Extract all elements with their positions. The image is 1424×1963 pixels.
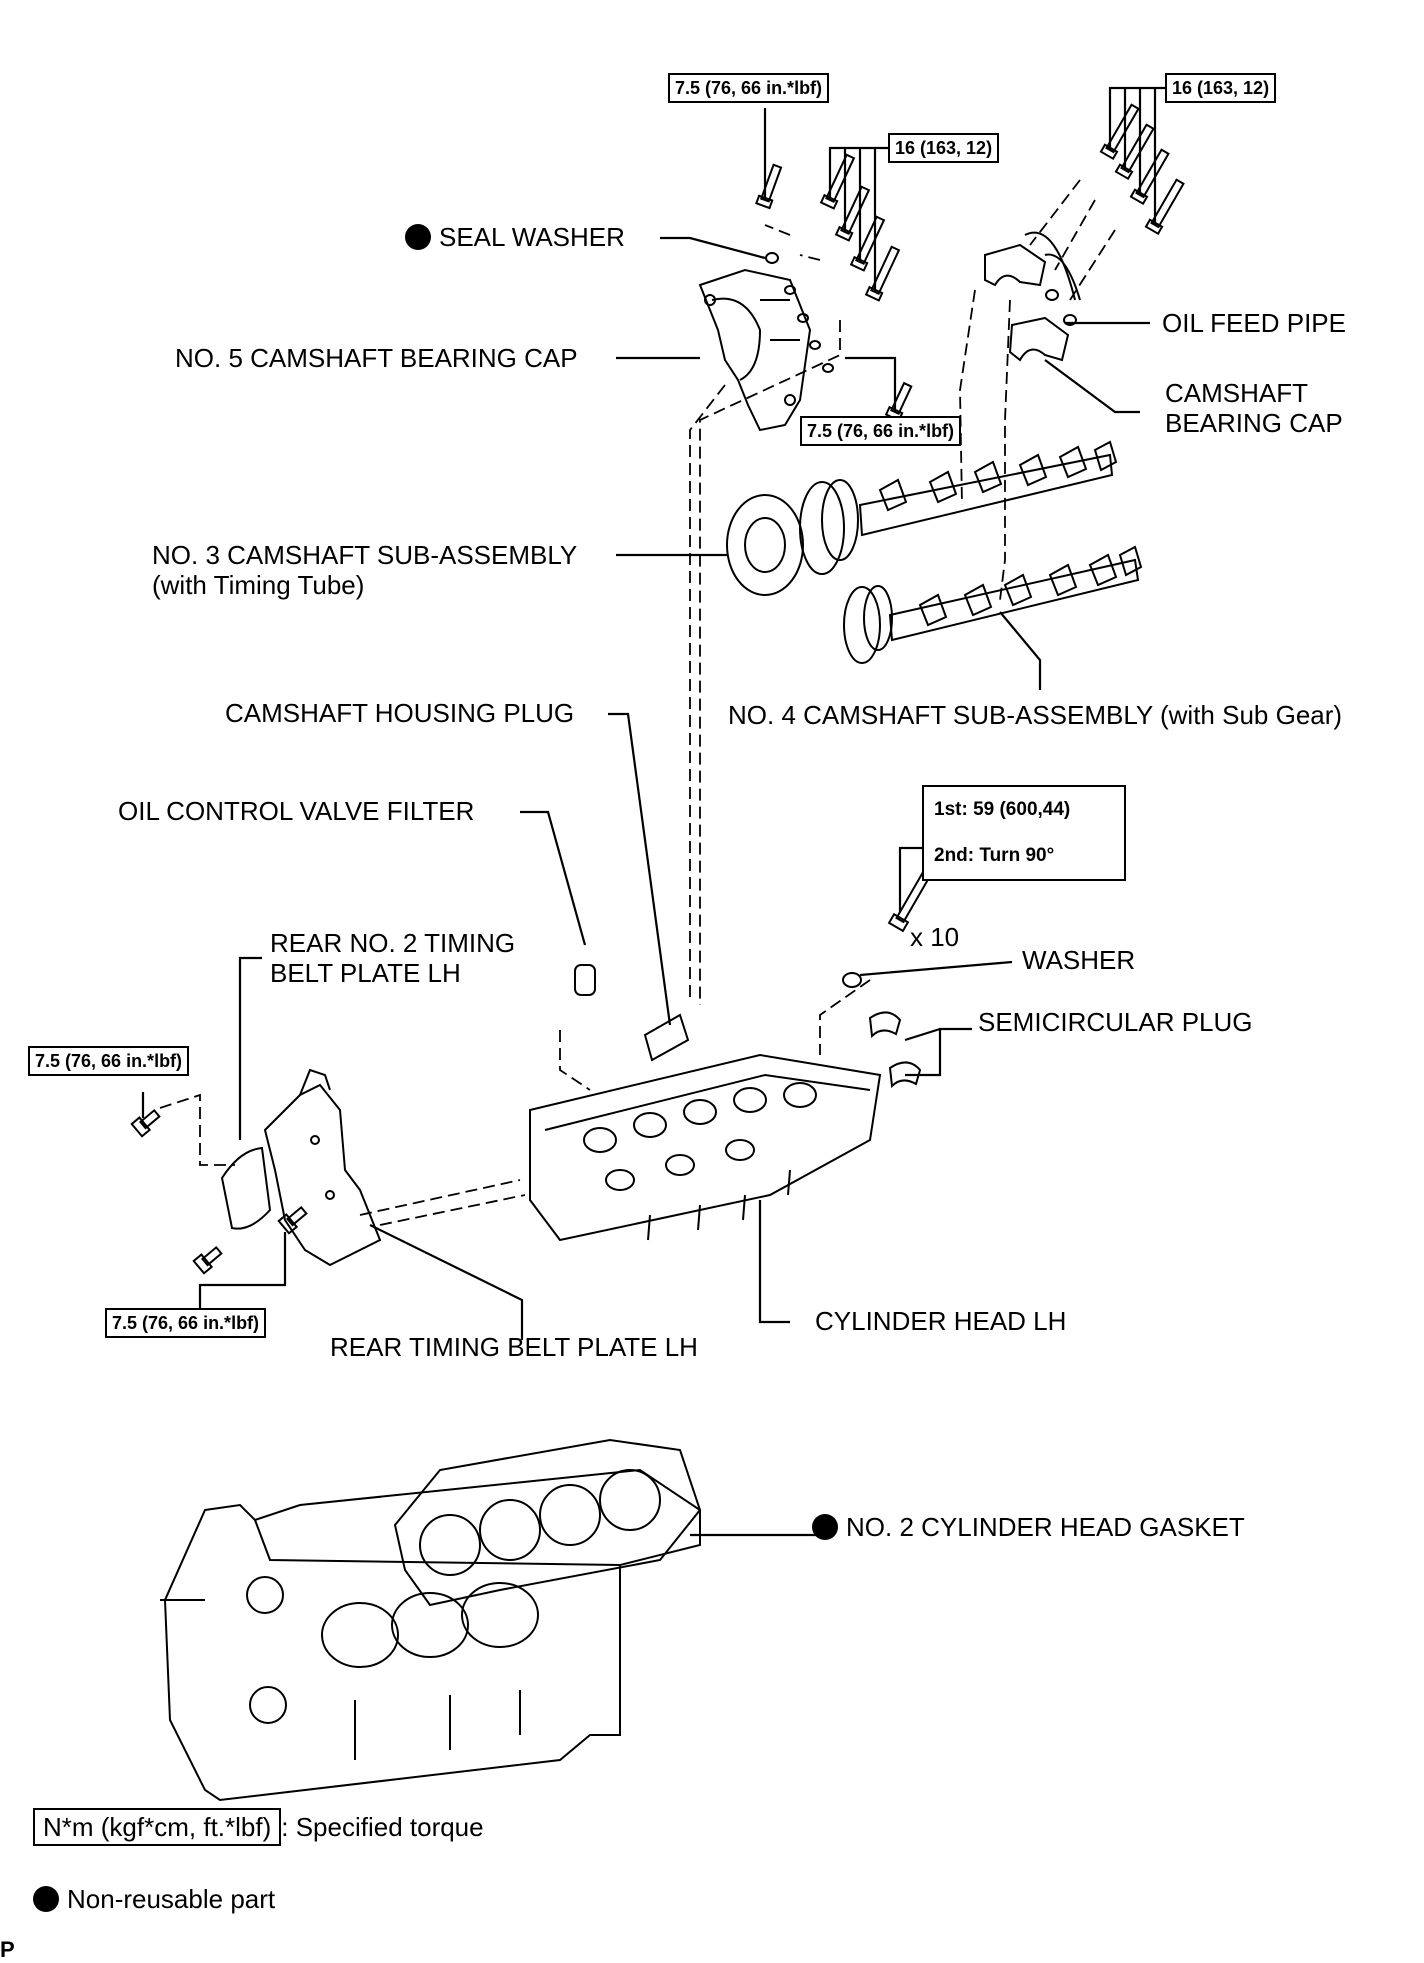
label-x10: x 10: [910, 922, 960, 952]
label-oil-feed-pipe: OIL FEED PIPE: [1162, 308, 1346, 338]
torque-leader-lines: [141, 86, 1170, 1537]
label-camshaft-housing-plug: CAMSHAFT HOUSING PLUG: [225, 698, 575, 728]
corner-mark: P: [0, 1937, 15, 1962]
legend-torque-desc: : Specified torque: [281, 1812, 484, 1842]
head-bolt-step1: 1st: 59 (600,44): [934, 799, 1071, 820]
label-no5-camshaft-bearing-cap: NO. 5 CAMSHAFT BEARING CAP: [175, 343, 578, 373]
label-no3-camshaft: NO. 3 CAMSHAFT SUB-ASSEMBLY(with Timing …: [152, 540, 578, 600]
small-parts: [130, 866, 934, 1275]
torque-box-7-5-left: 7.5 (76, 66 in.*lbf): [28, 1046, 190, 1076]
torque-box-head-bolt: 1st: 59 (600,44) 2nd: Turn 90°: [922, 785, 1126, 881]
no3-camshaft-drawing: [726, 440, 1118, 596]
nonreusable-dot-icon: [812, 1514, 838, 1540]
torque-box-7-5-bottom: 7.5 (76, 66 in.*lbf): [105, 1308, 267, 1338]
label-semicircular-plug: SEMICIRCULAR PLUG: [978, 1007, 1253, 1037]
legend-torque: N*m (kgf*cm, ft.*lbf): Specified torque: [33, 1808, 484, 1846]
cap-bolts: [755, 103, 1185, 422]
label-cylinder-head-lh: CYLINDER HEAD LH: [815, 1306, 1067, 1336]
bearing-caps-drawing: [984, 231, 1081, 362]
nonreusable-dot-icon: [33, 1886, 59, 1912]
legend-torque-box: N*m (kgf*cm, ft.*lbf): [33, 1808, 282, 1846]
label-rear-timing-belt-plate-lh: REAR TIMING BELT PLATE LH: [330, 1332, 698, 1362]
label-no4-camshaft: NO. 4 CAMSHAFT SUB-ASSEMBLY (with Sub Ge…: [728, 700, 1343, 730]
label-seal-washer: SEAL WASHER: [405, 222, 625, 252]
rear-timing-plates-drawing: [220, 1068, 382, 1267]
alignment-dashed-lines: [159, 179, 1116, 1226]
head-bolt-step2: 2nd: Turn 90°: [934, 845, 1055, 866]
label-oil-control-valve-filter: OIL CONTROL VALVE FILTER: [118, 796, 475, 826]
label-no2-cylinder-head-gasket: NO. 2 CYLINDER HEAD GASKET: [812, 1512, 1245, 1542]
torque-box-16-mid: 16 (163, 12): [888, 133, 1000, 163]
no4-camshaft-drawing: [843, 545, 1143, 664]
torque-box-7-5-middle: 7.5 (76, 66 in.*lbf): [800, 416, 962, 446]
torque-box-7-5-top: 7.5 (76, 66 in.*lbf): [668, 73, 830, 103]
no5-bearing-cap-drawing: [698, 268, 812, 432]
nonreusable-dot-icon: [405, 224, 431, 250]
torque-box-16-right: 16 (163, 12): [1165, 73, 1277, 103]
label-washer: WASHER: [1022, 945, 1136, 975]
cylinder-head-drawing: [529, 1053, 882, 1242]
engine-block-drawing: [160, 1438, 702, 1802]
legend-nonreusable: Non-reusable part: [33, 1884, 275, 1914]
